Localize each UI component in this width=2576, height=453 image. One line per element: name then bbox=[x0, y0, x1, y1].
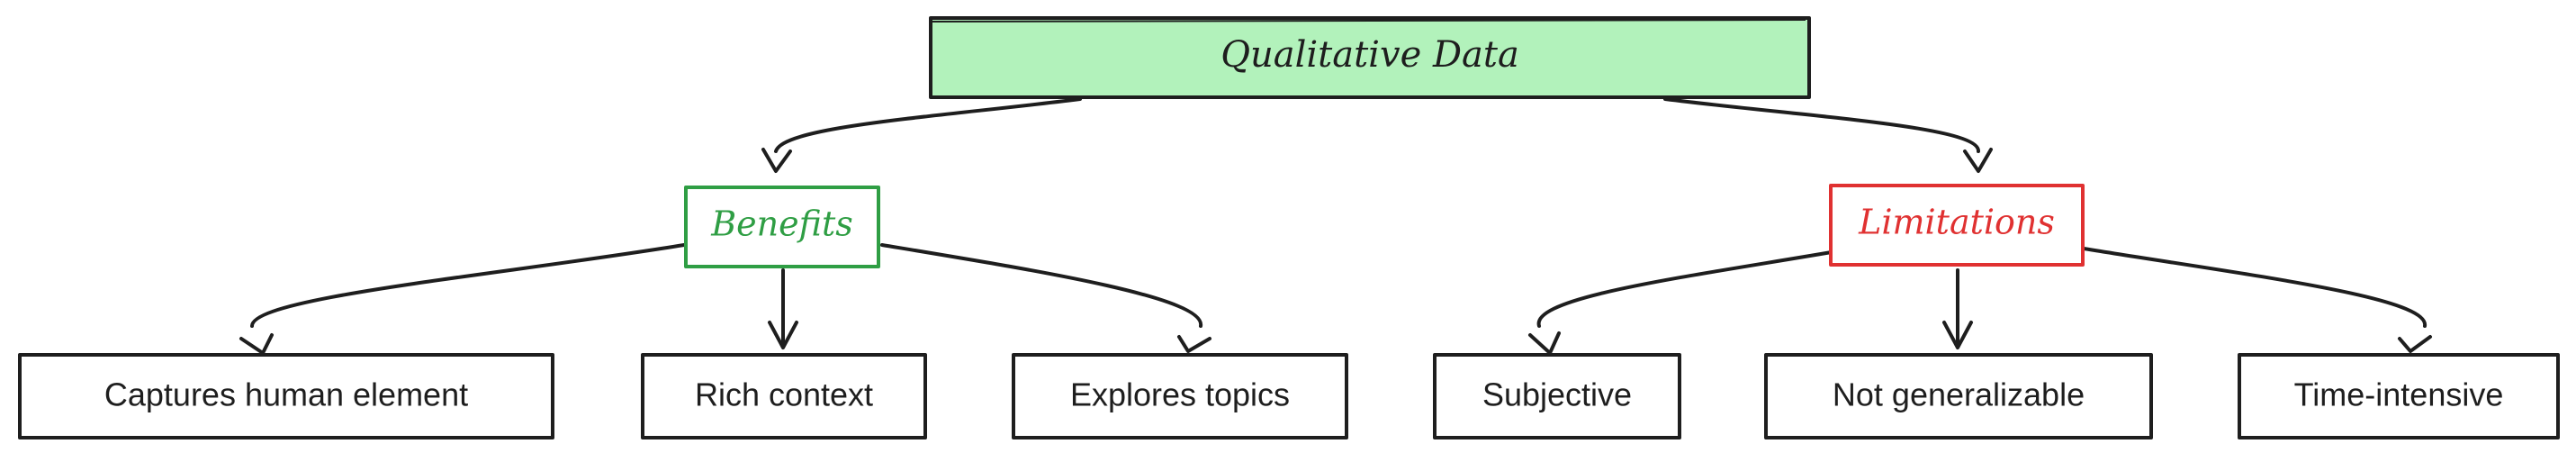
category-limitations-box bbox=[1829, 184, 2085, 267]
leaf-label: Subjective bbox=[1482, 376, 1632, 413]
leaf-box bbox=[641, 353, 927, 439]
edge-limitations-time-intensive bbox=[2082, 247, 2432, 353]
category-limitations-label: Limitations bbox=[1858, 203, 2055, 242]
leaf-label: Time-intensive bbox=[2294, 376, 2504, 413]
edge-root-limitations bbox=[1663, 97, 1993, 173]
leaf-label: Explores topics bbox=[1070, 376, 1290, 413]
category-limitations[interactable]: Limitations bbox=[1829, 184, 2085, 267]
leaf-captures-human-element[interactable]: Captures human element bbox=[18, 353, 554, 439]
leaf-rich-context[interactable]: Rich context bbox=[641, 353, 927, 439]
leaf-label: Not generalizable bbox=[1833, 376, 2085, 413]
leaf-label: Rich context bbox=[695, 376, 873, 413]
leaf-box bbox=[2238, 353, 2560, 439]
leaf-box bbox=[1012, 353, 1348, 439]
category-benefits-box bbox=[684, 186, 880, 268]
leaf-box bbox=[1764, 353, 2153, 439]
edge-benefits-rich-context bbox=[768, 268, 798, 349]
leaf-time-intensive[interactable]: Time-intensive bbox=[2238, 353, 2560, 439]
root-node-label: Qualitative Data bbox=[1220, 34, 1519, 76]
leaf-explores-topics[interactable]: Explores topics bbox=[1012, 353, 1348, 439]
edge-limitations-not-generalizable bbox=[1942, 268, 1973, 349]
category-benefits-label: Benefits bbox=[710, 204, 853, 244]
leaf-not-generalizable[interactable]: Not generalizable bbox=[1764, 353, 2153, 439]
root-node-sketch-line bbox=[932, 19, 1806, 23]
edge-root-benefits bbox=[761, 97, 1082, 173]
leaf-label: Captures human element bbox=[104, 376, 468, 413]
leaf-box bbox=[18, 353, 554, 439]
edge-benefits-captures bbox=[239, 243, 686, 355]
root-node-box bbox=[929, 16, 1811, 99]
category-benefits[interactable]: Benefits bbox=[684, 186, 880, 268]
edge-benefits-explores bbox=[880, 243, 1211, 353]
leaf-subjective[interactable]: Subjective bbox=[1433, 353, 1681, 439]
leaf-box bbox=[1433, 353, 1681, 439]
edge-limitations-subjective bbox=[1528, 250, 1833, 355]
root-node[interactable]: Qualitative Data bbox=[929, 16, 1811, 99]
